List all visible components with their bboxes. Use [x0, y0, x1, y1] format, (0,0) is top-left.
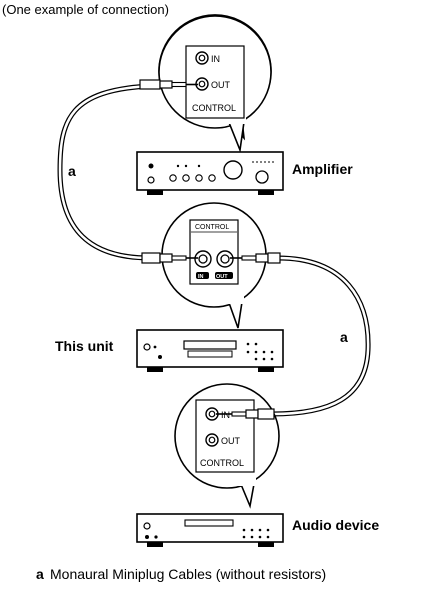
unit-out-tag: OUT: [216, 274, 228, 280]
diagram-caption: (One example of connection): [2, 2, 169, 17]
unit-out-jack-icon: [216, 250, 234, 268]
footnote-text: Monaural Miniplug Cables (without resist…: [50, 566, 326, 582]
amp-knobs: [169, 164, 216, 182]
device-in-label: IN: [221, 410, 230, 420]
cable-marker-right: a: [340, 329, 348, 345]
device-out-jack-icon: [205, 433, 219, 447]
audio-device-label: Audio device: [292, 517, 379, 533]
volume-knob-icon: [223, 160, 243, 180]
miniplug-right-icon: [230, 252, 281, 264]
footnote-marker: a: [36, 566, 44, 582]
amplifier-label: Amplifier: [292, 161, 353, 177]
cable-unit-to-audio-device: [271, 255, 371, 417]
audio-device-jack-callout: IN OUT CONTROL: [174, 383, 280, 509]
this-unit-device: [136, 329, 284, 372]
miniplug-icon: [139, 79, 198, 90]
miniplug-left-icon: [141, 252, 198, 264]
unit-in-jack-icon: [194, 250, 212, 268]
in-jack-icon: [195, 51, 209, 65]
amplifier-device: [136, 151, 284, 195]
cable-amplifier-to-unit: [57, 83, 151, 261]
cable-marker-left: a: [68, 163, 76, 179]
amplifier-jack-callout: IN OUT CONTROL: [139, 14, 272, 154]
unit-in-tag: IN: [198, 274, 204, 280]
device-control-label: CONTROL: [200, 458, 244, 468]
unit-control-label: CONTROL: [195, 224, 229, 231]
audio-device: [136, 513, 284, 547]
amp-in-label: IN: [211, 54, 220, 64]
amp-control-label: CONTROL: [192, 103, 236, 113]
unit-jack-callout: CONTROL IN OUT: [141, 202, 281, 329]
miniplug-device-icon: [216, 408, 275, 420]
disc-tray: [183, 340, 237, 350]
amp-out-label: OUT: [211, 80, 231, 90]
device-out-label: OUT: [221, 436, 241, 446]
this-unit-label: This unit: [55, 338, 114, 354]
